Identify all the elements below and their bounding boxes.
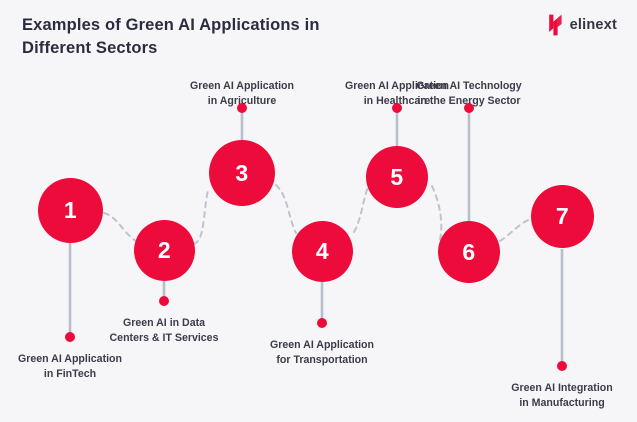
step-node-4[interactable]: 4 [292,221,353,282]
step-label-5-line-1: Green AI Application [345,80,449,92]
step-label-6-line-1: Green AI Technology [416,80,522,92]
step-label-4: Green AI Application for Transportation [242,338,402,368]
step-label-5-line-2: in Healthcare [363,95,431,108]
brand-logo-text: elinext [569,17,617,33]
step-label-5: Green AI Application in Healthcare [317,79,477,109]
step-number-1: 1 [63,197,78,223]
stem-dot-7 [557,361,567,371]
page-title-line-1: Examples of Green AI Applications in [22,16,320,34]
page-title-line-2: Different Sectors [22,39,158,58]
stem-dot-1 [65,332,75,342]
step-number-2: 2 [157,237,172,263]
step-label-1-line-2: in FinTech [43,368,97,381]
step-label-7-line-1: Green AI Integration [511,382,613,394]
connector-5-6 [431,185,443,241]
connector-3-4 [275,184,297,234]
step-label-2-line-2: Centers & IT Services [109,332,219,345]
step-label-4-line-2: for Transportation [276,354,368,367]
step-label-6-line-2: in the Energy Sector [417,95,521,108]
step-number-4: 4 [315,238,330,264]
step-node-5[interactable]: 5 [366,146,428,208]
step-label-4-line-1: Green AI Application [270,339,374,351]
step-label-3-line-1: Green AI Application [190,80,294,92]
step-label-3-line-2: in Agriculture [207,95,277,108]
page-title: Examples of Green AI Applications in Dif… [22,14,382,61]
step-number-6: 6 [462,238,476,265]
step-number-7: 7 [555,203,570,229]
step-label-2-line-1: Green AI in Data [122,317,206,329]
step-label-1-line-1: Green AI Application [18,353,122,365]
step-label-6: Green AI Technology in the Energy Sector [389,79,549,109]
step-label-3: Green AI Application in Agriculture [162,79,322,109]
step-node-6[interactable]: 6 [438,221,500,283]
step-label-2: Green AI in Data Centers & IT Services [84,316,244,346]
stem-dot-4 [317,318,327,328]
connector-2-3 [193,189,209,245]
elinext-n-mark-icon [548,14,562,36]
connector-1-2 [103,212,137,242]
step-node-3[interactable]: 3 [209,140,275,206]
step-label-7: Green AI Integration in Manufacturing [482,381,637,411]
brand-logo: elinext [547,14,617,36]
step-label-1: Green AI Application in FinTech [0,352,140,382]
step-node-7[interactable]: 7 [531,185,594,248]
step-node-2[interactable]: 2 [134,220,195,281]
step-number-3: 3 [235,159,249,186]
step-number-5: 5 [390,163,404,190]
stem-dot-2 [159,296,169,306]
step-node-1[interactable]: 1 [38,178,103,243]
step-label-7-line-2: in Manufacturing [519,397,605,410]
